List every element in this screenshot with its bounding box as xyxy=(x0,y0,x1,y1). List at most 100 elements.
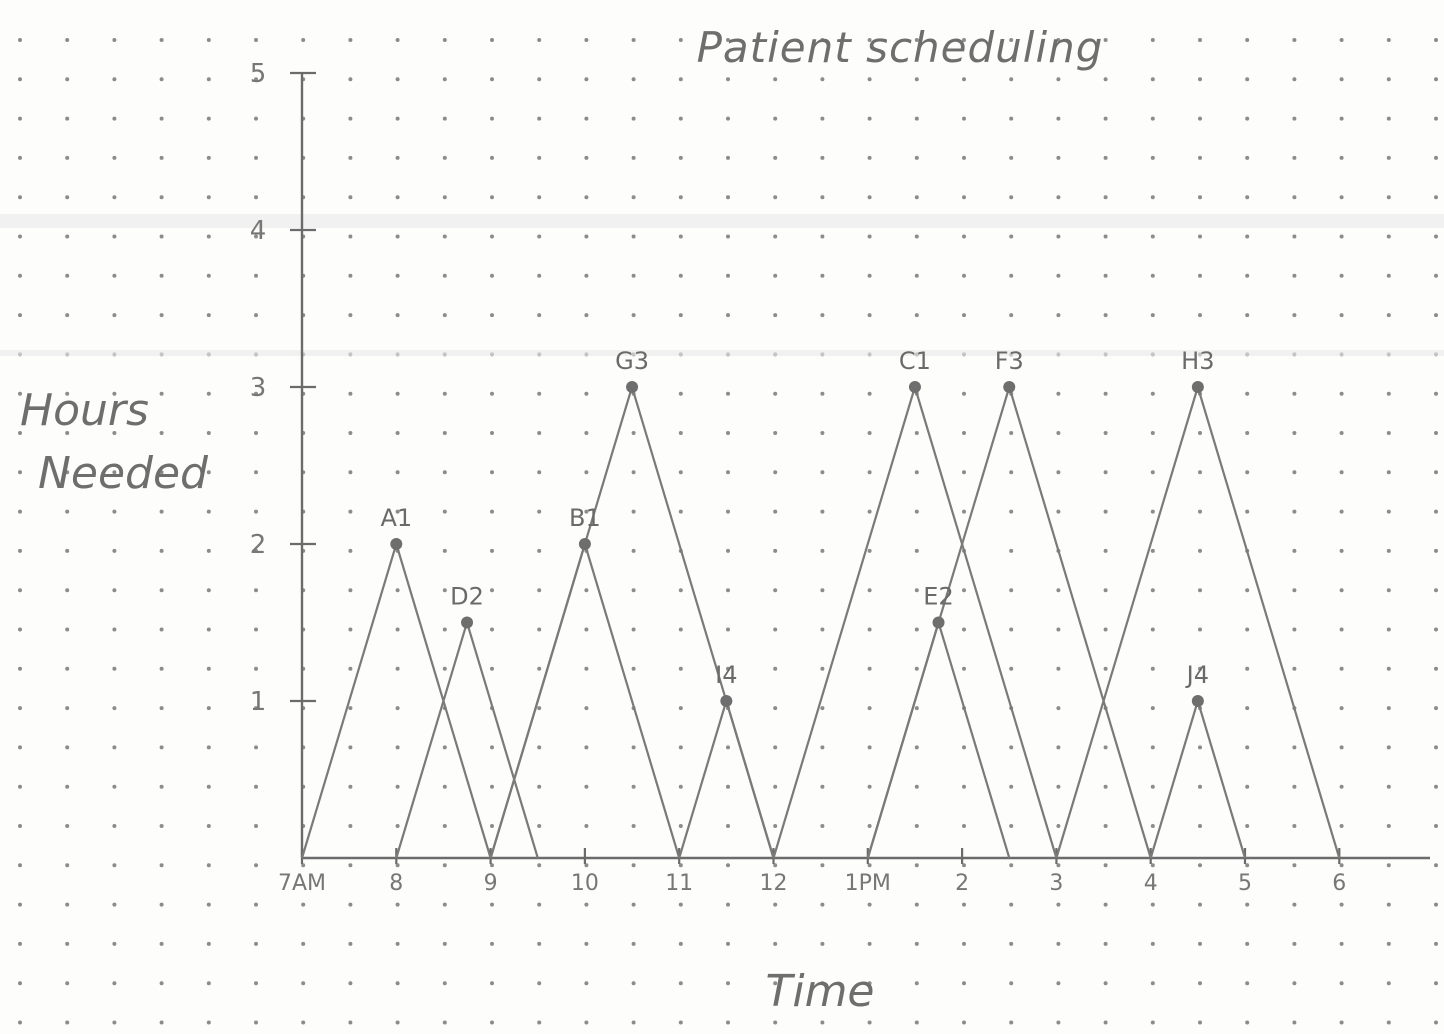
grid-dot xyxy=(1009,745,1014,750)
grid-dot xyxy=(537,627,542,632)
grid-dot xyxy=(490,548,494,553)
grid-dot xyxy=(159,745,164,750)
grid-dot xyxy=(584,77,589,82)
grid-dot xyxy=(820,155,825,160)
grid-dot xyxy=(631,666,636,671)
grid-dot xyxy=(1339,824,1344,828)
grid-dot xyxy=(914,941,919,946)
grid-dot xyxy=(678,195,683,200)
grid-dot xyxy=(584,666,589,671)
grid-dot xyxy=(1198,273,1202,278)
grid-dot xyxy=(1434,627,1438,632)
grid-dot xyxy=(1386,588,1391,593)
x-axis-title: Time xyxy=(765,966,874,1017)
grid-dot xyxy=(1434,77,1438,82)
peak-point xyxy=(390,538,403,550)
grid-dot xyxy=(678,981,683,986)
grid-dot xyxy=(65,391,70,396)
grid-dot xyxy=(301,981,306,986)
grid-dot xyxy=(159,1020,164,1025)
grid-dot xyxy=(18,313,22,318)
grid-dot xyxy=(1009,548,1014,553)
grid-dot xyxy=(159,824,164,828)
grid-dot xyxy=(1056,981,1061,986)
grid-dot xyxy=(962,431,966,435)
grid-dot xyxy=(773,824,778,828)
grid-dot xyxy=(1056,941,1061,946)
grid-dot xyxy=(112,863,117,868)
grid-dot xyxy=(1150,627,1155,632)
grid-dot xyxy=(1198,784,1202,789)
grid-dot xyxy=(962,941,966,946)
grid-dot xyxy=(914,509,919,514)
grid-dot xyxy=(1292,666,1297,671)
grid-dot xyxy=(1103,116,1108,121)
grid-dot xyxy=(348,981,353,986)
x-tick-label: 8 xyxy=(389,871,403,896)
grid-dot xyxy=(18,981,22,986)
scan-band xyxy=(0,214,1444,228)
grid-dot xyxy=(1150,588,1155,593)
grid-dot xyxy=(112,391,117,396)
grid-dot xyxy=(18,273,22,278)
grid-dot xyxy=(395,981,400,986)
grid-dot xyxy=(18,470,22,475)
grid-dot xyxy=(1339,784,1344,789)
grid-dot xyxy=(1198,745,1202,750)
grid-dot xyxy=(1056,38,1061,42)
grid-dot xyxy=(206,195,211,200)
grid-dot xyxy=(1056,116,1061,121)
grid-dot xyxy=(65,548,70,553)
grid-dot xyxy=(773,863,778,868)
grid-dot xyxy=(726,313,730,318)
grid-dot xyxy=(206,470,211,475)
grid-dot xyxy=(1386,273,1391,278)
grid-dot xyxy=(1198,941,1202,946)
grid-dot xyxy=(914,666,919,671)
grid-dot xyxy=(1245,155,1250,160)
grid-dot xyxy=(537,116,542,121)
grid-dot xyxy=(914,77,919,82)
grid-dot xyxy=(18,706,22,711)
grid-dot xyxy=(1245,509,1250,514)
grid-dot xyxy=(348,941,353,946)
grid-dot xyxy=(1245,77,1250,82)
grid-dot xyxy=(348,824,353,828)
grid-dot xyxy=(914,824,919,828)
grid-dot xyxy=(1339,470,1344,475)
grid-dot xyxy=(490,588,494,593)
grid-dot xyxy=(65,588,70,593)
grid-dot xyxy=(348,745,353,750)
grid-dot xyxy=(1386,431,1391,435)
grid-dot xyxy=(820,470,825,475)
grid-dot xyxy=(65,824,70,828)
grid-dot xyxy=(914,863,919,868)
grid-dot xyxy=(490,863,494,868)
grid-dot xyxy=(65,195,70,200)
grid-dot xyxy=(631,627,636,632)
grid-dot xyxy=(254,824,258,828)
grid-dot xyxy=(867,981,872,986)
grid-dot xyxy=(206,1020,211,1025)
grid-dot xyxy=(490,38,494,42)
grid-dot xyxy=(631,902,636,907)
grid-dot xyxy=(395,627,400,632)
peak-point xyxy=(1191,695,1204,707)
grid-dot xyxy=(1056,706,1061,711)
grid-dot xyxy=(1056,863,1061,868)
grid-dot xyxy=(490,234,494,239)
grid-dot xyxy=(348,391,353,396)
grid-dot xyxy=(159,431,164,435)
grid-dot xyxy=(159,38,164,42)
grid-dot xyxy=(490,902,494,907)
grid-dot xyxy=(678,824,683,828)
grid-dot xyxy=(65,273,70,278)
grid-dot xyxy=(348,431,353,435)
grid-dot xyxy=(1198,38,1202,42)
grid-dot xyxy=(962,863,966,868)
grid-dot xyxy=(206,509,211,514)
grid-dot xyxy=(1245,941,1250,946)
grid-dot xyxy=(1339,627,1344,632)
grid-dot xyxy=(726,627,730,632)
grid-dot xyxy=(1056,195,1061,200)
